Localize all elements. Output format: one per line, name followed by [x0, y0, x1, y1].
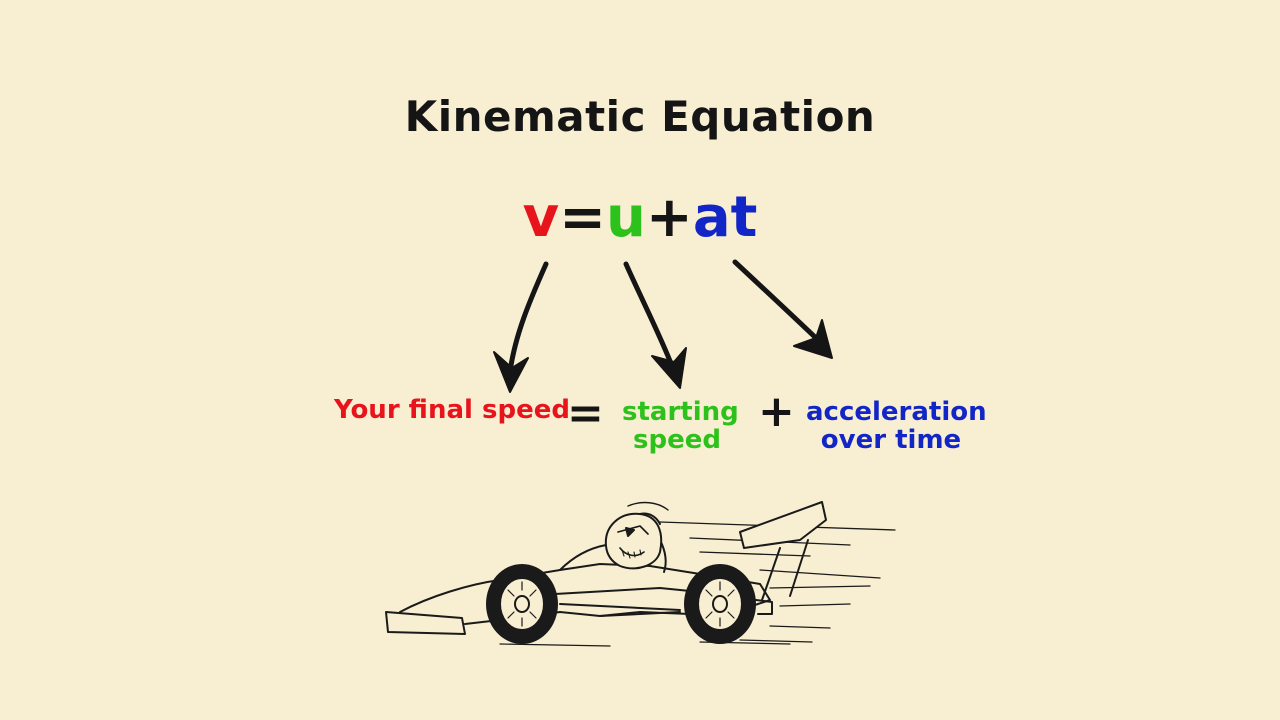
- label-plus: +: [758, 386, 795, 437]
- arrow-u-head: [651, 347, 687, 389]
- arrow-u: [623, 261, 675, 369]
- arrow-at-head: [793, 319, 833, 359]
- equation-v: v: [522, 185, 560, 250]
- label-equals: =: [567, 388, 604, 439]
- arrow-at: [732, 259, 821, 343]
- rear-wing: [739, 501, 827, 549]
- equation-plus: +: [645, 185, 693, 250]
- label-starting-speed: starting speed: [622, 397, 739, 455]
- equation-equals: =: [559, 185, 607, 250]
- equation-at: at: [692, 185, 758, 250]
- arrow-v: [507, 261, 549, 375]
- label-starting-speed-line1: starting: [622, 397, 739, 427]
- equation: v=u+at: [0, 183, 1280, 253]
- label-acceleration-line1: acceleration: [806, 397, 987, 427]
- front-wing: [385, 611, 466, 635]
- slide-title: Kinematic Equation: [404, 92, 876, 141]
- label-final-speed: Your final speed: [334, 395, 570, 425]
- label-starting-speed-line2: speed: [633, 425, 721, 455]
- driver-helmet: [604, 512, 663, 570]
- label-acceleration-line2: over time: [820, 425, 962, 455]
- equation-u: u: [606, 185, 646, 250]
- front-wheel: [486, 564, 558, 644]
- arrow-v-head: [493, 351, 529, 393]
- label-acceleration-over-time: acceleration over time: [806, 397, 987, 455]
- rear-wheel: [684, 564, 756, 644]
